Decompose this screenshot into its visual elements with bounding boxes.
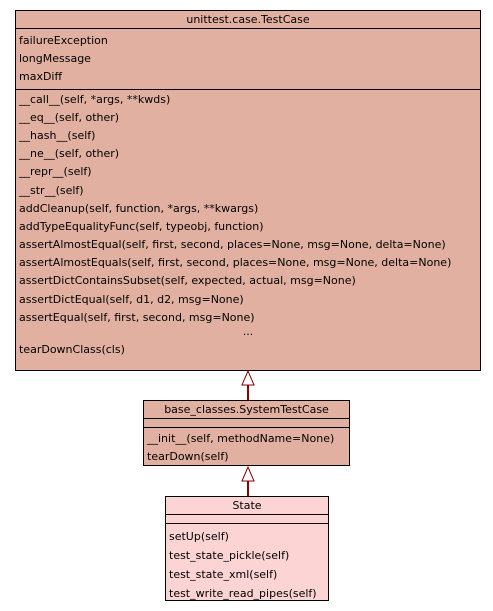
operation: __init__(self, methodName=None) (147, 432, 335, 445)
operations-compartment: setUp(self) test_state_pickle(self) test… (166, 523, 328, 603)
ellipsis: ... (242, 325, 254, 338)
attributes-compartment (144, 418, 349, 427)
operations-compartment: __init__(self, methodName=None) tearDown… (144, 427, 349, 466)
attribute: longMessage (19, 52, 91, 66)
operation: __eq__(self, other) (19, 110, 120, 124)
operation: assertAlmostEqual(self, first, second, p… (19, 238, 446, 252)
operation: addTypeEqualityFunc(self, typeobj, funct… (19, 219, 264, 233)
inheritance-edge-systemtestcase-to-testcase (241, 369, 255, 400)
class-name: unittest.case.TestCase (186, 13, 310, 26)
inheritance-edge-state-to-systemtestcase (241, 465, 255, 496)
operation: __ne__(self, other) (19, 147, 120, 161)
operation: setUp(self) (169, 530, 229, 543)
operation: tearDown(self) (147, 450, 229, 463)
operation: __repr__(self) (19, 165, 92, 179)
attributes-compartment (166, 514, 328, 523)
operations-compartment: __call__(self, *args, **kwds) __eq__(sel… (16, 88, 480, 360)
operation: tearDownClass(cls) (19, 343, 125, 356)
operation: test_state_pickle(self) (169, 549, 290, 562)
operation: __str__(self) (19, 183, 84, 197)
operation: test_state_xml(self) (169, 568, 278, 581)
class-testcase[interactable]: unittest.case.TestCase failureException … (15, 10, 481, 371)
operation: test_write_read_pipes(self) (169, 587, 317, 600)
attributes-compartment: failureException longMessage maxDiff (16, 28, 480, 89)
operation: assertEqual(self, first, second, msg=Non… (19, 310, 255, 324)
class-state[interactable]: State setUp(self) test_state_pickle(self… (165, 496, 329, 601)
class-systemtestcase[interactable]: base_classes.SystemTestCase __init__(sel… (143, 400, 350, 466)
operation: assertAlmostEquals(self, first, second, … (19, 256, 452, 270)
attribute: maxDiff (19, 70, 63, 84)
operation: assertDictEqual(self, d1, d2, msg=None) (19, 292, 244, 306)
class-name: base_classes.SystemTestCase (164, 403, 329, 416)
operation: assertDictContainsSubset(self, expected,… (19, 274, 356, 288)
operation: addCleanup(self, function, *args, **kwar… (19, 201, 259, 215)
operation: __hash__(self) (19, 128, 96, 142)
attribute: failureException (19, 34, 108, 47)
operation: __call__(self, *args, **kwds) (19, 92, 171, 106)
class-name: State (232, 499, 262, 512)
